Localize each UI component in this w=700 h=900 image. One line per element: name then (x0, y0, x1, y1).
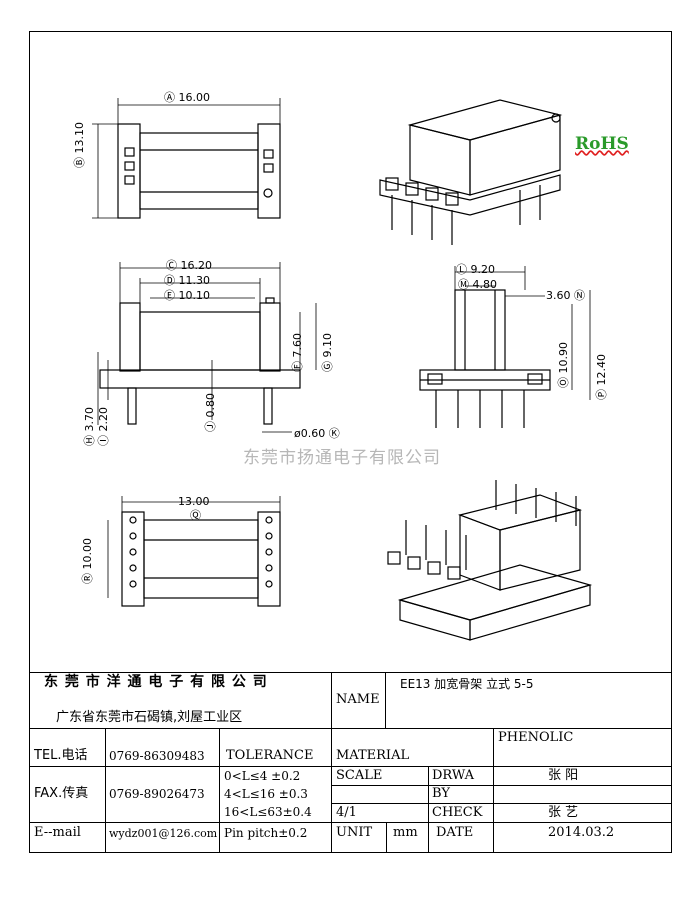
dim-a: Ⓐ 16.00 (164, 91, 211, 104)
drawing-frame (29, 31, 672, 853)
drawn-by-label-2: BY (432, 786, 450, 801)
tolerance-pin-pitch: Pin pitch±0.2 (224, 826, 308, 840)
dim-b-value: 13.10 (73, 122, 86, 154)
fax-label: FAX.传真 (34, 786, 89, 801)
side-view (419, 289, 551, 428)
drawn-by-value: 张 阳 (548, 768, 579, 783)
tolerance-range-2: 4<L≤16 ±0.3 (224, 787, 308, 801)
dim-r-value: 10.00 (81, 538, 94, 570)
dim-l: Ⓛ 9.20 (456, 263, 496, 276)
dim-b: Ⓑ 13.10 (73, 122, 86, 168)
dim-e-value: 10.10 (178, 289, 211, 302)
part-name: EE13 加宽骨架 立式 5-5 (400, 677, 534, 691)
dim-d-value: 11.30 (178, 274, 211, 287)
dim-n: 3.60 Ⓝ (546, 289, 585, 302)
bottom-view (121, 511, 281, 607)
check-label: CHECK (432, 805, 483, 820)
dim-o: Ⓞ 10.90 (557, 342, 570, 388)
front-view (99, 297, 301, 425)
dim-k: ø0.60 Ⓚ (294, 427, 340, 440)
dim-a-value: 16.00 (178, 91, 211, 104)
tolerance-label: TOLERANCE (226, 748, 314, 763)
dim-c-value: 16.20 (180, 259, 213, 272)
tel-value: 0769-86309483 (109, 749, 205, 763)
dim-l-value: 9.20 (470, 263, 496, 276)
tolerance-range-3: 16<L≤63±0.4 (224, 805, 312, 819)
dim-h-value: 3.70 (83, 407, 96, 432)
dim-m: Ⓜ 4.80 (458, 278, 498, 291)
dim-q-value-wrap: 13.00 (178, 494, 210, 510)
dim-p: Ⓟ 12.40 (595, 354, 608, 400)
dim-f-value: 7.60 (291, 333, 304, 358)
dim-f: Ⓕ 7.60 (291, 333, 304, 372)
email-value: wydz001@126.com (109, 827, 218, 840)
name-label: NAME (336, 692, 380, 707)
dim-j-value: 0.80 (204, 393, 217, 418)
check-value: 张 艺 (548, 805, 579, 820)
material-label: MATERIAL (336, 748, 410, 763)
isometric-view-top (379, 99, 563, 245)
drawn-by-label-1: DRWA (432, 768, 475, 783)
dim-r: Ⓡ 10.00 (81, 538, 94, 584)
dim-n-value: 3.60 (546, 289, 571, 302)
dim-k-value: ø0.60 (294, 427, 326, 440)
dim-e: Ⓔ 10.10 (164, 289, 211, 302)
dim-g: Ⓖ 9.10 (321, 333, 334, 372)
top-view (117, 123, 281, 219)
dim-m-value: 4.80 (472, 278, 498, 291)
company-name: 东 莞 市 洋 通 电 子 有 限 公 司 (44, 674, 268, 690)
tel-label: TEL.电话 (34, 748, 88, 763)
dim-q-letter: Ⓠ (190, 509, 201, 522)
dim-o-value: 10.90 (557, 342, 570, 374)
dim-g-value: 9.10 (321, 333, 334, 358)
date-value: 2014.03.2 (548, 825, 615, 840)
dimension-lines (92, 98, 591, 598)
company-address: 广东省东莞市石碣镇,刘屋工业区 (56, 710, 243, 725)
watermark: 东莞市扬通电子有限公司 (243, 448, 441, 468)
email-label: E--mail (34, 825, 81, 840)
dim-q-value: 13.00 (178, 495, 210, 508)
unit-label: UNIT (336, 825, 373, 840)
fax-value: 0769-89026473 (109, 787, 205, 801)
tolerance-range-1: 0<L≤4 ±0.2 (224, 769, 301, 783)
rohs-badge: RoHS (575, 134, 629, 154)
dim-c: Ⓒ 16.20 (166, 259, 213, 272)
material-value: PHENOLIC (498, 730, 574, 745)
dim-j: Ⓙ 0.80 (204, 393, 217, 432)
date-label: DATE (436, 825, 474, 840)
scale-label: SCALE (336, 768, 383, 783)
dim-p-value: 12.40 (595, 354, 608, 386)
dim-i-value: 2.20 (97, 407, 110, 432)
dim-i: Ⓘ 2.20 (97, 407, 110, 446)
dim-d: Ⓓ 11.30 (164, 274, 211, 287)
unit-value: mm (393, 825, 418, 840)
isometric-view-bottom (387, 480, 593, 641)
scale-value: 4/1 (336, 805, 357, 820)
